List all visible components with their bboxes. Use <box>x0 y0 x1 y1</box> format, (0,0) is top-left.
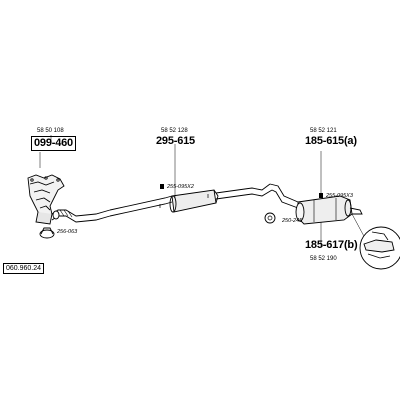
middle-clamp-part-number: 255-095X2 <box>167 184 194 190</box>
tailpipe-detail-inset <box>359 226 400 270</box>
gasket-part-number: 256-063 <box>57 229 78 235</box>
rear-clamp-part-number: 255-095X3 <box>326 193 353 199</box>
diagram-reference-number: 060.960.24 <box>3 263 45 274</box>
rear-b-part-code: 185-617(b) <box>305 239 358 251</box>
middle-oe-number: 58 52 128 <box>161 128 188 134</box>
manifold-part-code: 099-460 <box>31 136 76 151</box>
rear-silencer <box>295 195 363 225</box>
front-pipe <box>51 209 111 223</box>
gasket <box>39 227 55 239</box>
exhaust-manifold <box>27 174 65 225</box>
hanger-ring <box>264 212 276 224</box>
clamp-marker-icon <box>319 193 323 198</box>
rear-a-part-code: 185-615(a) <box>305 135 357 147</box>
rear-a-oe-number: 58 52 121 <box>310 128 337 134</box>
hanger-part-number: 250-245 <box>282 218 303 224</box>
middle-part-code: 295-615 <box>156 135 195 147</box>
clamp-marker-icon <box>160 184 164 189</box>
middle-silencer-assembly <box>109 183 299 217</box>
rear-b-oe-number: 58 52 190 <box>310 256 337 262</box>
leader-lines <box>39 135 367 246</box>
manifold-oe-number: 58 50 108 <box>37 128 64 134</box>
